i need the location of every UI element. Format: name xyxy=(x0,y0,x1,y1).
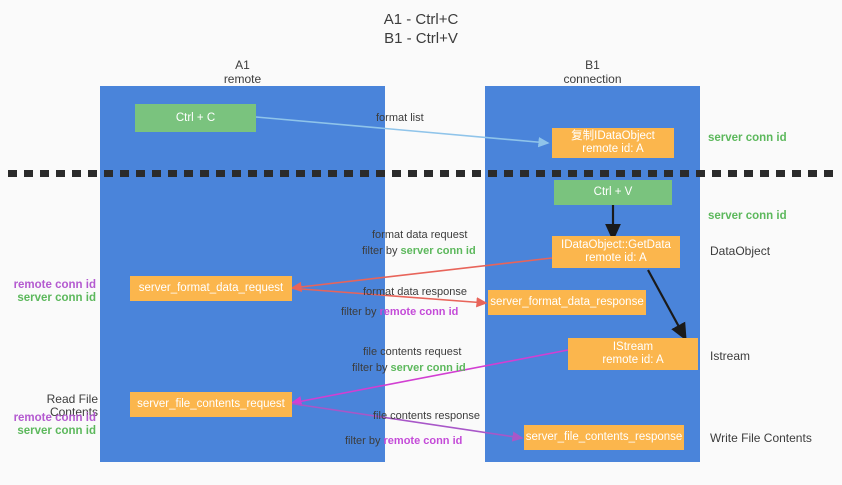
label-server-conn-id-2: server conn id xyxy=(17,425,96,437)
filter-prefix-4: filter by xyxy=(345,435,384,447)
label-remote-conn-id-1: remote conn id xyxy=(13,279,96,291)
label-read-file-contents: Read File Contents xyxy=(46,392,98,419)
edge-label-file-contents-response-filter: filter by remote conn id xyxy=(345,434,462,448)
edge-label-file-contents-request: file contents request xyxy=(363,346,462,358)
lane-header-a1: A1 remote xyxy=(223,58,262,86)
label-server-conn-id-top: server conn id xyxy=(708,132,787,144)
edge-label-format-data-response: format data response xyxy=(363,286,467,298)
edge-label-format-data-request: format data request xyxy=(372,229,468,241)
label-write-file-contents: Write File Contents xyxy=(710,431,812,445)
box-server-file-contents-response[interactable]: server_file_contents_response xyxy=(524,425,684,450)
filter-key-server-conn-id-1: server conn id xyxy=(400,245,476,257)
page-title: A1 - Ctrl+C B1 - Ctrl+V xyxy=(383,11,459,47)
label-remote-conn-id-2: remote conn id xyxy=(13,412,96,424)
label-data-object: DataObject xyxy=(710,244,771,258)
filter-prefix-2: filter by xyxy=(341,306,380,318)
lane-header-b1: B1 connection xyxy=(563,58,622,86)
filter-prefix-1: filter by xyxy=(362,245,401,257)
box-server-format-data-response[interactable]: server_format_data_response xyxy=(488,290,646,315)
filter-prefix-3: filter by xyxy=(352,362,391,374)
box-server-format-data-request[interactable]: server_format_data_request xyxy=(130,276,292,301)
box-ctrl-c[interactable]: Ctrl + C xyxy=(135,104,256,132)
label-istream: Istream xyxy=(710,349,751,363)
phase-divider xyxy=(8,170,834,177)
filter-key-server-conn-id-2: server conn id xyxy=(390,362,466,374)
box-idataobject-getdata[interactable]: IDataObject::GetData remote id: A xyxy=(552,236,680,268)
edge-label-format-list: format list xyxy=(376,112,424,124)
box-idataobject-remote[interactable]: 复制IDataObject remote id: A xyxy=(552,128,674,158)
box-server-file-contents-request[interactable]: server_file_contents_request xyxy=(130,392,292,417)
edge-label-format-data-response-filter: filter by remote conn id xyxy=(341,305,458,319)
filter-key-remote-conn-id-2: remote conn id xyxy=(383,435,463,447)
label-server-conn-id-1: server conn id xyxy=(17,292,96,304)
edge-label-file-contents-response: file contents response xyxy=(373,410,481,422)
label-server-conn-id-mid: server conn id xyxy=(708,210,787,222)
filter-key-remote-conn-id-1: remote conn id xyxy=(379,306,459,318)
edge-label-format-data-request-filter: filter by server conn id xyxy=(362,244,476,258)
box-ctrl-v[interactable]: Ctrl + V xyxy=(554,180,672,205)
box-istream-remote[interactable]: IStream remote id: A xyxy=(568,338,698,370)
edge-label-file-contents-request-filter: filter by server conn id xyxy=(352,361,466,375)
